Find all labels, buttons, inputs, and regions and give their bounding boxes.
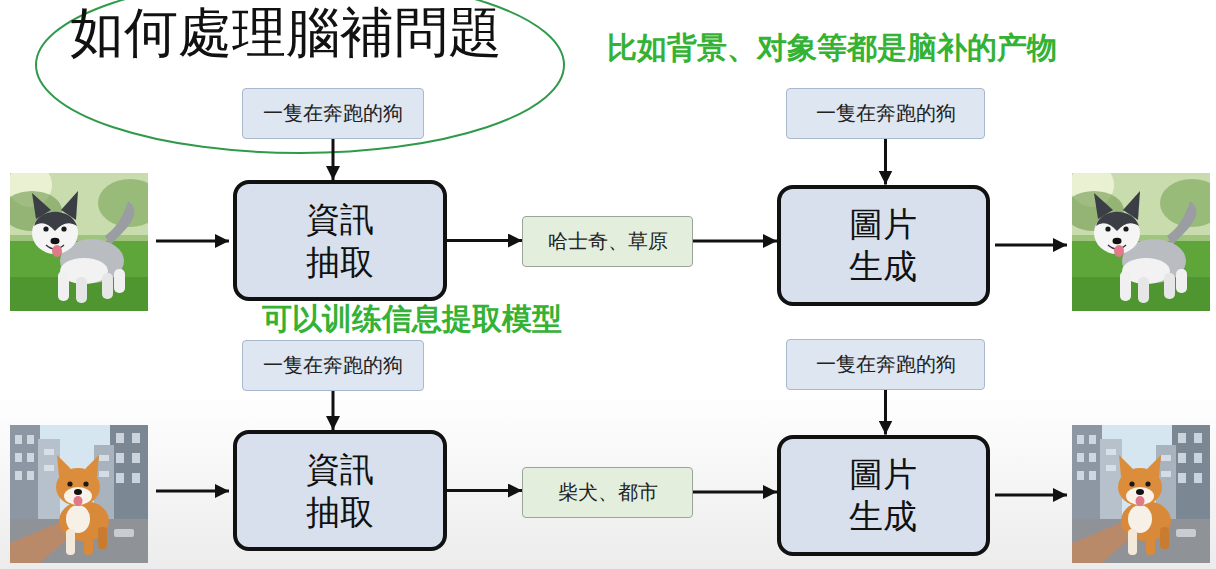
output-arrow (995, 494, 1067, 497)
box-label: 柴犬、都市 (558, 479, 658, 506)
box-label: 哈士奇、草原 (548, 228, 668, 255)
slide-title: 如何處理腦補問題 (70, 2, 502, 64)
box-label: 資訊 抽取 (303, 448, 378, 533)
process-box: 圖片 生成 (777, 185, 990, 306)
process-box: 資訊 抽取 (233, 180, 447, 301)
shiba-output-image (1072, 425, 1210, 563)
prompt-box: 一隻在奔跑的狗 (786, 339, 985, 390)
box-label: 資訊 抽取 (303, 198, 378, 283)
process-box: 圖片 生成 (777, 435, 990, 556)
flow-arrow (693, 240, 777, 243)
flow-arrow (884, 390, 887, 435)
flow-arrow (332, 391, 335, 430)
box-label: 一隻在奔跑的狗 (816, 100, 956, 127)
husky-input-image (2, 163, 162, 311)
shiba-input-image (10, 425, 148, 563)
input-arrow (156, 490, 229, 493)
flow-arrow (332, 139, 335, 180)
flow-arrow (884, 139, 887, 185)
hand-drawn-circle (36, 0, 564, 153)
husky-output-image (1064, 163, 1216, 311)
annotation-note: 可以训练信息提取模型 (262, 301, 562, 337)
box-label: 一隻在奔跑的狗 (816, 351, 956, 378)
result-box: 哈士奇、草原 (522, 216, 693, 267)
box-label: 一隻在奔跑的狗 (263, 352, 403, 379)
box-label: 圖片 生成 (846, 203, 921, 288)
prompt-box: 一隻在奔跑的狗 (242, 340, 424, 391)
input-arrow (156, 240, 229, 243)
result-box: 柴犬、都市 (522, 467, 693, 518)
prompt-box: 一隻在奔跑的狗 (786, 88, 985, 139)
box-label: 圖片 生成 (846, 453, 921, 538)
process-box: 資訊 抽取 (233, 430, 447, 551)
flow-arrow (447, 489, 522, 492)
flow-arrow (447, 239, 522, 242)
prompt-box: 一隻在奔跑的狗 (242, 88, 424, 139)
output-arrow (995, 244, 1067, 247)
annotation-note: 比如背景、对象等都是脑补的产物 (607, 30, 1057, 66)
flow-arrow (693, 491, 777, 494)
box-label: 一隻在奔跑的狗 (263, 100, 403, 127)
